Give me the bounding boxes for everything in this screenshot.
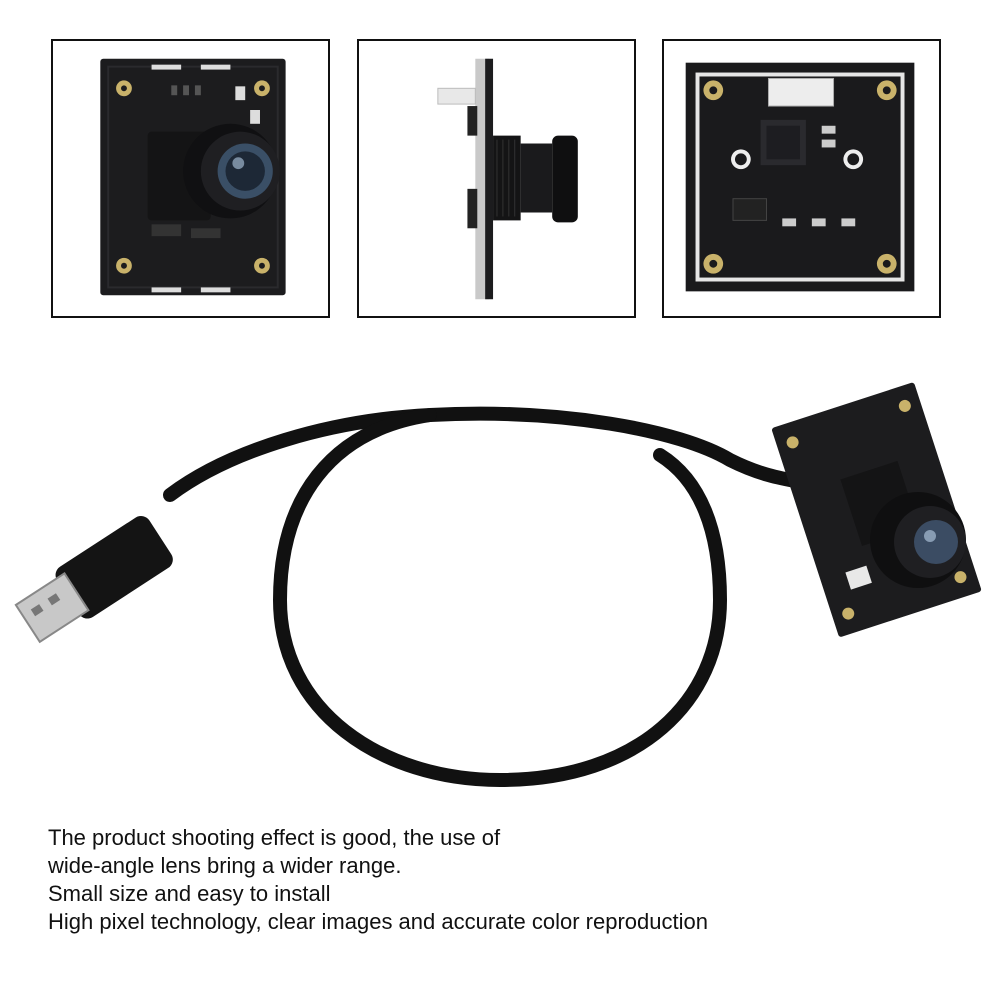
usb-cable-loop xyxy=(272,408,728,788)
description-line: The product shooting effect is good, the… xyxy=(48,825,501,850)
usb-plug xyxy=(14,515,173,644)
description-line: Small size and easy to install xyxy=(48,881,331,906)
main-product-image xyxy=(14,382,982,788)
description-line: wide-angle lens bring a wider range. xyxy=(48,853,402,878)
thumbnail-side-view[interactable] xyxy=(357,39,636,318)
product-description: The product shooting effect is good, the… xyxy=(48,824,968,936)
camera-side-image xyxy=(437,58,578,300)
camera-back-image xyxy=(685,62,915,292)
description-line: High pixel technology, clear images and … xyxy=(48,909,708,934)
usb-cable xyxy=(163,406,807,502)
camera-front-image xyxy=(100,58,286,296)
thumbnail-front-view[interactable] xyxy=(51,39,330,318)
thumbnail-back-view[interactable] xyxy=(662,39,941,318)
